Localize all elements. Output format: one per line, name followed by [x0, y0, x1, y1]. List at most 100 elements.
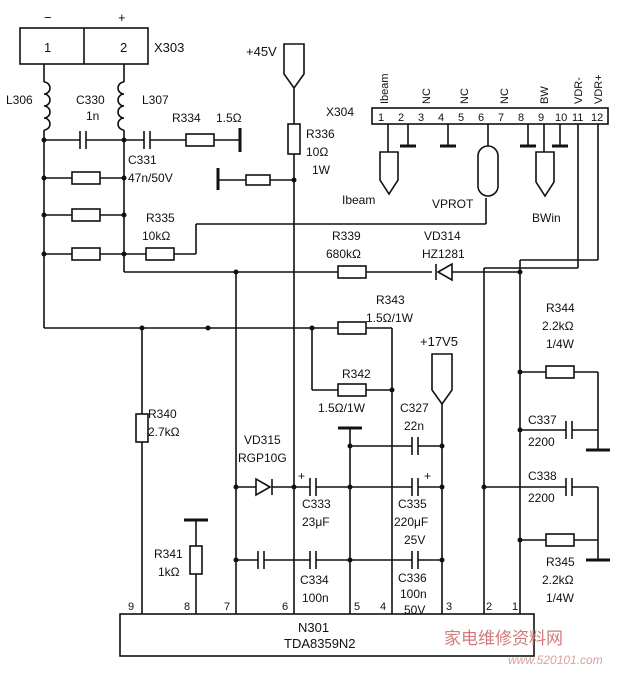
- ic-n301-ref: N301: [298, 620, 329, 635]
- c327-value: 22n: [404, 419, 424, 433]
- c331-ref: C331: [128, 153, 157, 167]
- ic-n301-part: TDA8359N2: [284, 636, 356, 651]
- x304-pin: 4: [438, 112, 444, 124]
- x304-signal-nc: NC: [499, 88, 511, 104]
- vd315-ref: VD315: [244, 433, 281, 447]
- capacitor-c331: C331 47n/50V: [124, 131, 186, 185]
- x304-pin: 1: [378, 112, 384, 124]
- ic-pin-5: 5: [354, 601, 360, 613]
- c331-value: 47n/50V: [128, 171, 173, 185]
- rail-45v-label: +45V: [246, 44, 277, 59]
- flag-bwin: BWin: [532, 124, 561, 225]
- flag-ibeam: Ibeam: [342, 124, 399, 207]
- x304-signal-ibeam: Ibeam: [379, 73, 391, 104]
- x304-pin: 9: [538, 112, 544, 124]
- r344-ref: R344: [546, 301, 575, 315]
- x304-pin: 8: [518, 112, 524, 124]
- x304-ref: X304: [326, 105, 354, 119]
- c337-ref: C337: [528, 413, 557, 427]
- x303-ref: X303: [154, 40, 184, 55]
- capacitor-c334: C334 100n: [236, 551, 350, 605]
- rail-17v5: +17V5: [420, 334, 458, 614]
- rail-17v5-label: +17V5: [420, 334, 458, 349]
- x303-minus: −: [44, 10, 52, 25]
- c335-voltage: 25V: [404, 533, 425, 547]
- r334-value: 1.5Ω: [216, 111, 242, 125]
- x304-pin-labels: 1 2 3 4 5 6 7 8 9 10 11 12: [378, 112, 603, 124]
- svg-text:+: +: [298, 469, 305, 483]
- ic-pin-3: 3: [446, 601, 452, 613]
- flag-vprot-label: VPROT: [432, 197, 474, 211]
- r343-value: 1.5Ω/1W: [366, 311, 414, 325]
- vd315-value: RGP10G: [238, 451, 287, 465]
- rail-45v-arrow: [283, 43, 305, 90]
- vd314-ref: VD314: [424, 229, 461, 243]
- resistor-r334: R334 1.5Ω: [172, 111, 242, 152]
- svg-text:+: +: [424, 469, 431, 483]
- ic-n301-body: [119, 613, 535, 657]
- ic-pin-8: 8: [184, 601, 190, 613]
- resistor-ladder: [41, 137, 127, 261]
- capacitor-c333: + C333 23μF: [298, 469, 350, 529]
- l306-ref: L306: [6, 93, 33, 107]
- r344-power: 1/4W: [546, 337, 575, 351]
- r341-value: 1kΩ: [158, 565, 180, 579]
- r335-value: 10kΩ: [142, 229, 170, 243]
- x304-pin: 6: [478, 112, 484, 124]
- resistor-r342: R342 1.5Ω/1W: [311, 328, 392, 415]
- resistor-r336: [287, 123, 301, 155]
- vd314-value: HZ1281: [422, 247, 465, 261]
- x304-pin: 5: [458, 112, 464, 124]
- l307-ref: L307: [142, 93, 169, 107]
- connector-x303: − + 1 2 X303: [19, 10, 184, 65]
- resistor-r345: R345 2.2kΩ 1/4W: [520, 533, 610, 605]
- watermark-cn: 家电维修资料网: [444, 629, 563, 649]
- r341-ref: R341: [154, 547, 183, 561]
- rail-45v: +45V R336 10Ω 1W: [246, 43, 335, 614]
- x304-signal-nc: NC: [421, 88, 433, 104]
- resistor-r343: R343 1.5Ω/1W: [337, 293, 414, 614]
- c338-ref: C338: [528, 469, 557, 483]
- r342-ref: R342: [342, 367, 371, 381]
- x304-signal-bw: BW: [539, 86, 551, 104]
- ic-pin-7: 7: [224, 601, 230, 613]
- x303-pin1: 1: [44, 40, 51, 55]
- c335-value: 220μF: [394, 515, 428, 529]
- capacitor-c337: C337 2200: [520, 413, 610, 452]
- capacitor-c327: C327 22n: [350, 401, 442, 455]
- x304-pin: 3: [418, 112, 424, 124]
- r342-value: 1.5Ω/1W: [318, 401, 366, 415]
- c333-value: 23μF: [302, 515, 330, 529]
- resistor-r340: R340 2.7kΩ: [135, 328, 180, 614]
- c336-value: 100n: [400, 587, 427, 601]
- x304-pin: 7: [498, 112, 504, 124]
- r345-value: 2.2kΩ: [542, 573, 574, 587]
- c335-ref: C335: [398, 497, 427, 511]
- x304-pin: 2: [398, 112, 404, 124]
- r345-ref: R345: [546, 555, 575, 569]
- resistor-r344: R344 2.2kΩ 1/4W: [520, 301, 599, 430]
- inductor-l307: L307: [117, 64, 169, 272]
- r344-value: 2.2kΩ: [542, 319, 574, 333]
- capacitor-45v-decoupling: [216, 168, 297, 190]
- resistor-r341: R341 1kΩ: [154, 518, 208, 614]
- r336-power: 1W: [312, 163, 331, 177]
- diode-vd314: VD314 HZ1281: [422, 229, 520, 282]
- c338-value: 2200: [528, 491, 555, 505]
- c334-ref: C334: [300, 573, 329, 587]
- c333-ref: C333: [302, 497, 331, 511]
- flag-ibeam-label: Ibeam: [342, 193, 375, 207]
- r345-power: 1/4W: [546, 591, 575, 605]
- r339-value: 680kΩ: [326, 247, 361, 261]
- c330-value: 1n: [86, 109, 99, 123]
- ic-pin-2: 2: [486, 601, 492, 613]
- watermark-url: www.520101.com: [508, 653, 603, 667]
- r336-value: 10Ω: [306, 145, 328, 159]
- r339-ref: R339: [332, 229, 361, 243]
- ic-pin-1: 1: [512, 601, 518, 613]
- c336-ref: C336: [398, 571, 427, 585]
- ic-n301: N301 TDA8359N2 9 8 7 6 5 4 3 2 1: [119, 601, 535, 657]
- capacitor-c336: C336 100n 50V: [350, 551, 442, 617]
- capacitor-c335: + C335 220μF 25V: [350, 469, 442, 547]
